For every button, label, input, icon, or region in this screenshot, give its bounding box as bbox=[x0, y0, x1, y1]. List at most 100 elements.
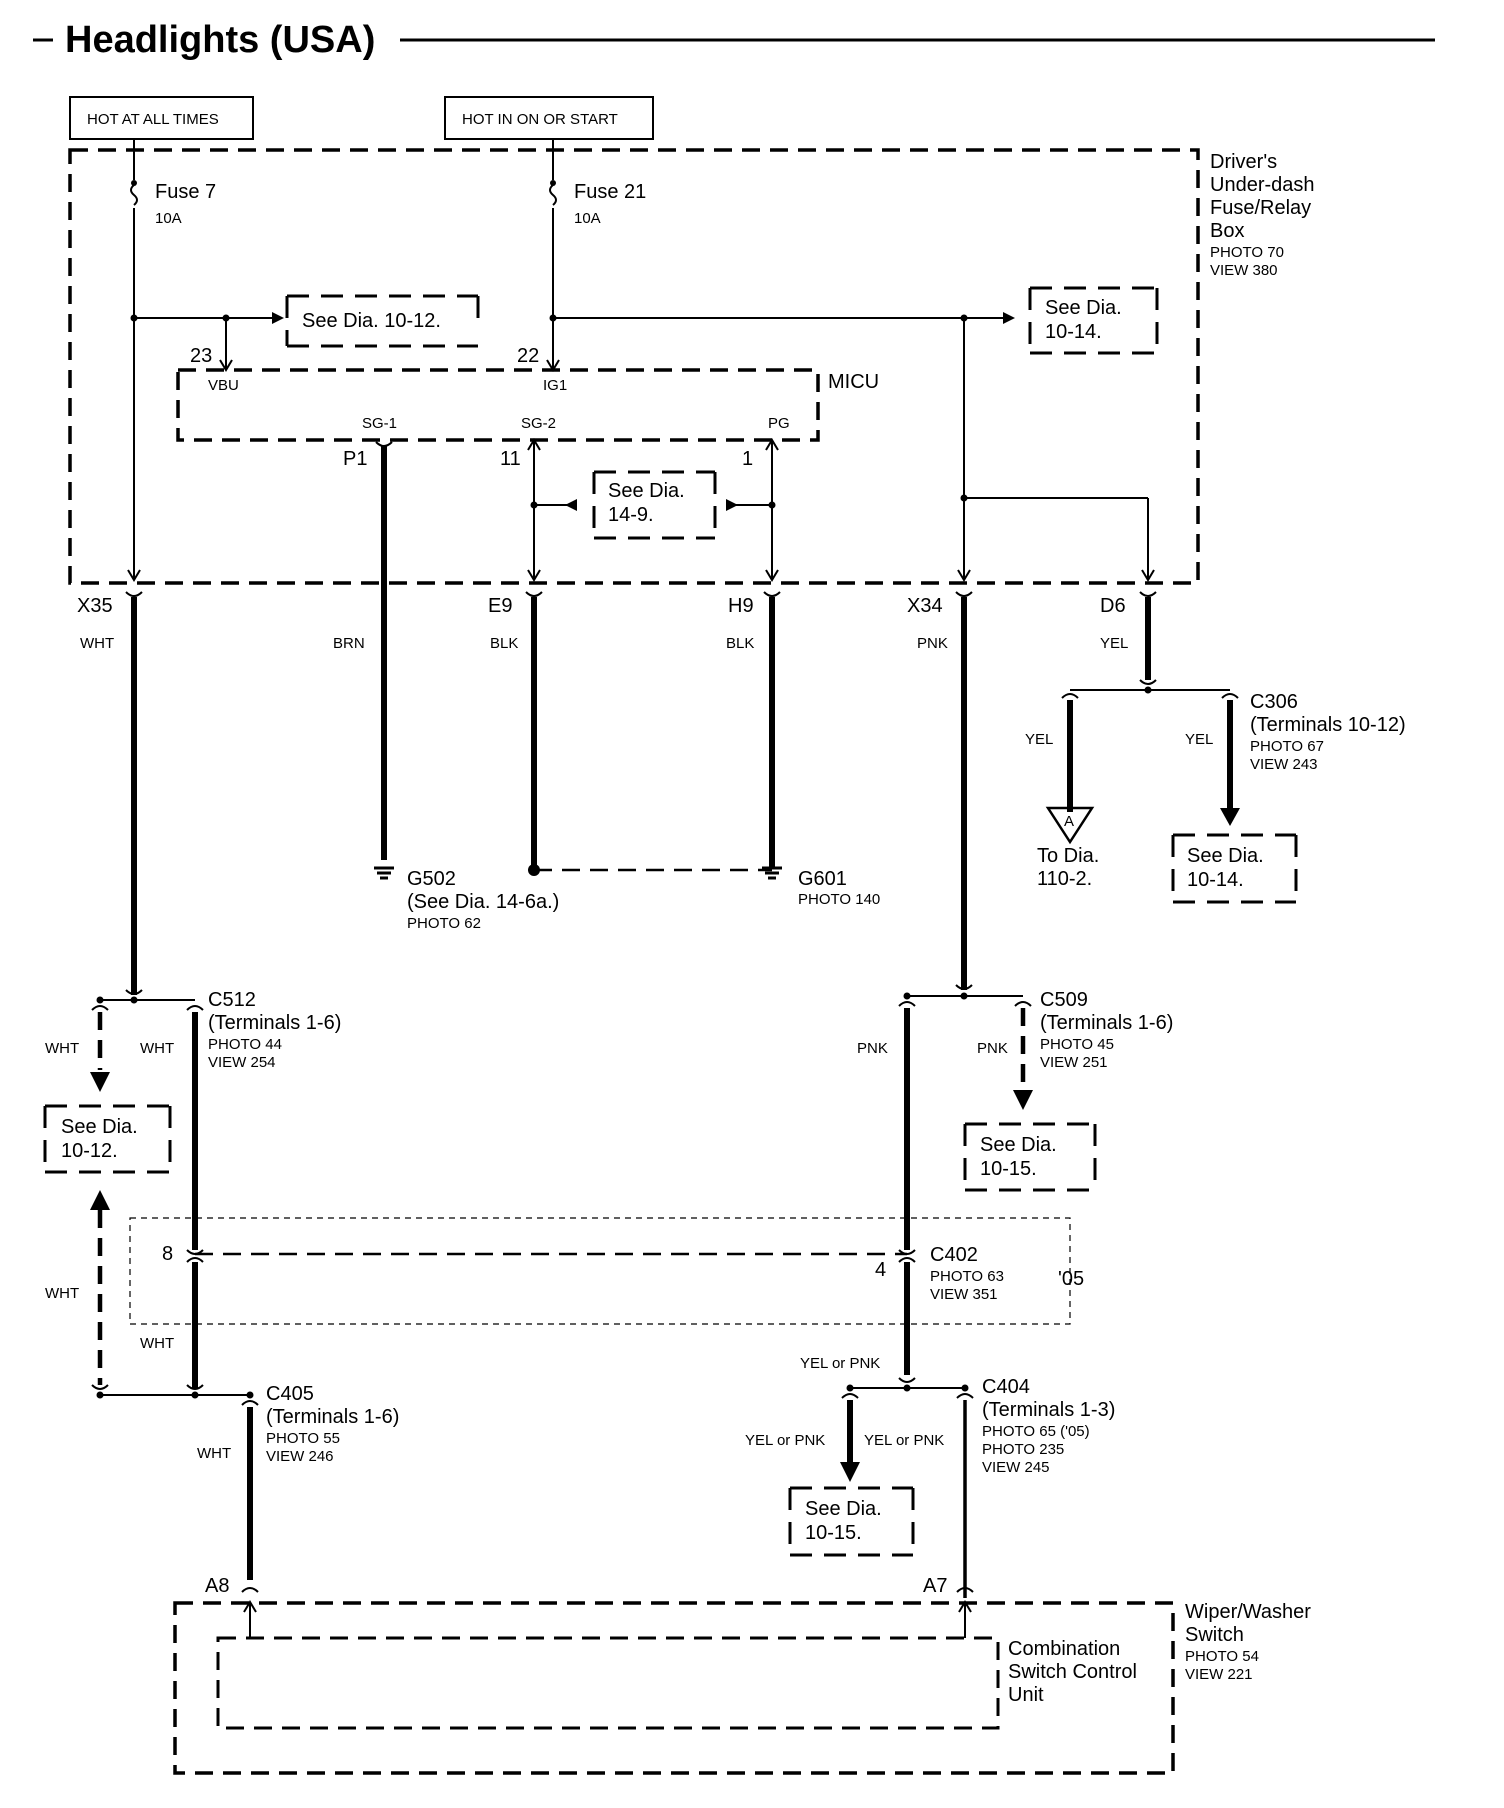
svg-text:VIEW 246: VIEW 246 bbox=[266, 1448, 334, 1465]
svg-text:PHOTO 44: PHOTO 44 bbox=[208, 1036, 282, 1053]
svg-text:VIEW 380: VIEW 380 bbox=[1210, 262, 1278, 279]
wire-label-blk-h9: BLK bbox=[726, 635, 754, 652]
svg-text:10A: 10A bbox=[155, 210, 182, 227]
svg-text:To Dia.: To Dia. bbox=[1037, 845, 1099, 867]
svg-text:VIEW 221: VIEW 221 bbox=[1185, 1666, 1253, 1683]
connector-c512-label: C512 (Terminals 1-6) PHOTO 44 VIEW 254 bbox=[208, 989, 341, 1071]
svg-text:110-2.: 110-2. bbox=[1037, 868, 1092, 890]
svg-text:See Dia. 10-12.: See Dia. 10-12. bbox=[302, 310, 441, 332]
wire-label-wht-c512-left: WHT bbox=[45, 1040, 79, 1057]
svg-text:(See Dia. 14-6a.): (See Dia. 14-6a.) bbox=[407, 891, 559, 913]
svg-text:Combination: Combination bbox=[1008, 1638, 1120, 1660]
svg-text:PHOTO 62: PHOTO 62 bbox=[407, 915, 481, 932]
micu-vbu-label: VBU bbox=[208, 377, 239, 394]
svg-text:Fuse 7: Fuse 7 bbox=[155, 181, 216, 203]
svg-text:PHOTO 235: PHOTO 235 bbox=[982, 1441, 1064, 1458]
svg-text:Unit: Unit bbox=[1008, 1684, 1044, 1706]
hot-in-on-label: HOT IN ON OR START bbox=[462, 111, 618, 128]
svg-text:See Dia.: See Dia. bbox=[61, 1116, 138, 1138]
terminal-e9: E9 bbox=[488, 595, 512, 617]
svg-text:A: A bbox=[1064, 813, 1074, 830]
pin-22: 22 bbox=[517, 345, 539, 367]
fuse-7: Fuse 7 10A bbox=[130, 180, 216, 227]
connector-c405-label: C405 (Terminals 1-6) PHOTO 55 VIEW 246 bbox=[266, 1383, 399, 1465]
svg-text:See Dia.: See Dia. bbox=[805, 1498, 882, 1520]
ref-10-15-low: See Dia. 10-15. bbox=[788, 1486, 915, 1557]
svg-text:VIEW 243: VIEW 243 bbox=[1250, 756, 1318, 773]
terminal-x35: X35 bbox=[77, 595, 113, 617]
wire-label-brn: BRN bbox=[333, 635, 365, 652]
svg-text:10-15.: 10-15. bbox=[805, 1522, 862, 1544]
terminal-a8: A8 bbox=[205, 1575, 229, 1597]
hot-at-all-times-box bbox=[69, 96, 254, 140]
wire-label-wht-c512-right: WHT bbox=[140, 1040, 174, 1057]
svg-text:G601: G601 bbox=[798, 868, 847, 890]
svg-text:10-15.: 10-15. bbox=[980, 1158, 1037, 1180]
svg-text:(Terminals 1-3): (Terminals 1-3) bbox=[982, 1399, 1115, 1421]
wire-label-yel-or-pnk-right: YEL or PNK bbox=[864, 1432, 944, 1449]
micu-ig1-label: IG1 bbox=[543, 377, 567, 394]
svg-text:(Terminals 10-12): (Terminals 10-12) bbox=[1250, 714, 1406, 736]
wire-label-blk-e9: BLK bbox=[490, 635, 518, 652]
ref-10-14-top: See Dia. 10-14. bbox=[1028, 286, 1159, 355]
ground-g502: G502 (See Dia. 14-6a.) PHOTO 62 bbox=[374, 866, 559, 932]
pin-11: 11 bbox=[500, 448, 521, 470]
svg-text:See Dia.: See Dia. bbox=[1045, 297, 1122, 319]
connector-c402-label: C402 PHOTO 63 VIEW 351 bbox=[930, 1244, 1004, 1303]
svg-text:See Dia.: See Dia. bbox=[980, 1134, 1057, 1156]
micu-pg-label: PG bbox=[768, 415, 790, 432]
svg-text:PHOTO 54: PHOTO 54 bbox=[1185, 1648, 1259, 1665]
wire-label-yel-right: YEL bbox=[1185, 731, 1213, 748]
svg-text:Box: Box bbox=[1210, 220, 1244, 242]
pin-1: 1 bbox=[742, 448, 753, 470]
wire-label-yel-or-pnk-top: YEL or PNK bbox=[800, 1355, 880, 1372]
svg-text:14-9.: 14-9. bbox=[608, 504, 654, 526]
svg-text:(Terminals 1-6): (Terminals 1-6) bbox=[1040, 1012, 1173, 1034]
ref-14-9: See Dia. 14-9. bbox=[592, 470, 717, 540]
diagram-title: Headlights (USA) bbox=[33, 19, 1435, 61]
fuse-relay-box-outline bbox=[68, 148, 1200, 585]
wiper-washer-switch-outline bbox=[173, 1601, 1175, 1775]
svg-text:VIEW 351: VIEW 351 bbox=[930, 1286, 998, 1303]
wire-label-wht: WHT bbox=[80, 635, 114, 652]
wire-label-pnk: PNK bbox=[917, 635, 948, 652]
svg-text:Wiper/Washer: Wiper/Washer bbox=[1185, 1601, 1311, 1623]
wire-label-wht-loop: WHT bbox=[45, 1285, 79, 1302]
svg-text:10A: 10A bbox=[574, 210, 601, 227]
svg-text:Fuse/Relay: Fuse/Relay bbox=[1210, 197, 1311, 219]
hot-at-all-times-label: HOT AT ALL TIMES bbox=[87, 111, 219, 128]
svg-text:PHOTO 70: PHOTO 70 bbox=[1210, 244, 1284, 261]
svg-text:PHOTO 67: PHOTO 67 bbox=[1250, 738, 1324, 755]
svg-text:Switch: Switch bbox=[1185, 1624, 1244, 1646]
svg-text:G502: G502 bbox=[407, 868, 456, 890]
wire-label-pnk-c509-right: PNK bbox=[977, 1040, 1008, 1057]
svg-text:PHOTO 45: PHOTO 45 bbox=[1040, 1036, 1114, 1053]
wiper-washer-switch-label: Wiper/Washer Switch PHOTO 54 VIEW 221 bbox=[1185, 1601, 1311, 1683]
pin-23: 23 bbox=[190, 345, 212, 367]
ref-10-12-left: See Dia. 10-12. bbox=[43, 1104, 172, 1174]
micu-label: MICU bbox=[828, 371, 879, 393]
micu-sg1-label: SG-1 bbox=[362, 415, 397, 432]
page-title: Headlights (USA) bbox=[65, 19, 375, 61]
ground-g601: G601 PHOTO 140 bbox=[762, 866, 880, 908]
svg-text:VIEW 251: VIEW 251 bbox=[1040, 1054, 1108, 1071]
ref-10-15-mid: See Dia. 10-15. bbox=[963, 1122, 1097, 1192]
svg-text:PHOTO 63: PHOTO 63 bbox=[930, 1268, 1004, 1285]
svg-text:PHOTO 140: PHOTO 140 bbox=[798, 891, 880, 908]
combination-switch-control-unit-label: Combination Switch Control Unit bbox=[1008, 1638, 1137, 1706]
connector-c404-label: C404 (Terminals 1-3) PHOTO 65 ('05) PHOT… bbox=[982, 1376, 1115, 1476]
svg-text:(Terminals 1-6): (Terminals 1-6) bbox=[208, 1012, 341, 1034]
connector-c509-label: C509 (Terminals 1-6) PHOTO 45 VIEW 251 bbox=[1040, 989, 1173, 1071]
c402-pin-8: 8 bbox=[162, 1243, 173, 1265]
c402-2005-region bbox=[129, 1217, 1071, 1325]
micu-box bbox=[176, 368, 820, 442]
svg-text:Under-dash: Under-dash bbox=[1210, 174, 1315, 196]
micu-sg2-label: SG-2 bbox=[521, 415, 556, 432]
svg-text:C404: C404 bbox=[982, 1376, 1030, 1398]
c402-pin-4: 4 bbox=[875, 1259, 886, 1281]
svg-text:Switch Control: Switch Control bbox=[1008, 1661, 1137, 1683]
svg-text:VIEW 254: VIEW 254 bbox=[208, 1054, 276, 1071]
svg-text:10-12.: 10-12. bbox=[61, 1140, 118, 1162]
wire-label-yel-or-pnk-left: YEL or PNK bbox=[745, 1432, 825, 1449]
